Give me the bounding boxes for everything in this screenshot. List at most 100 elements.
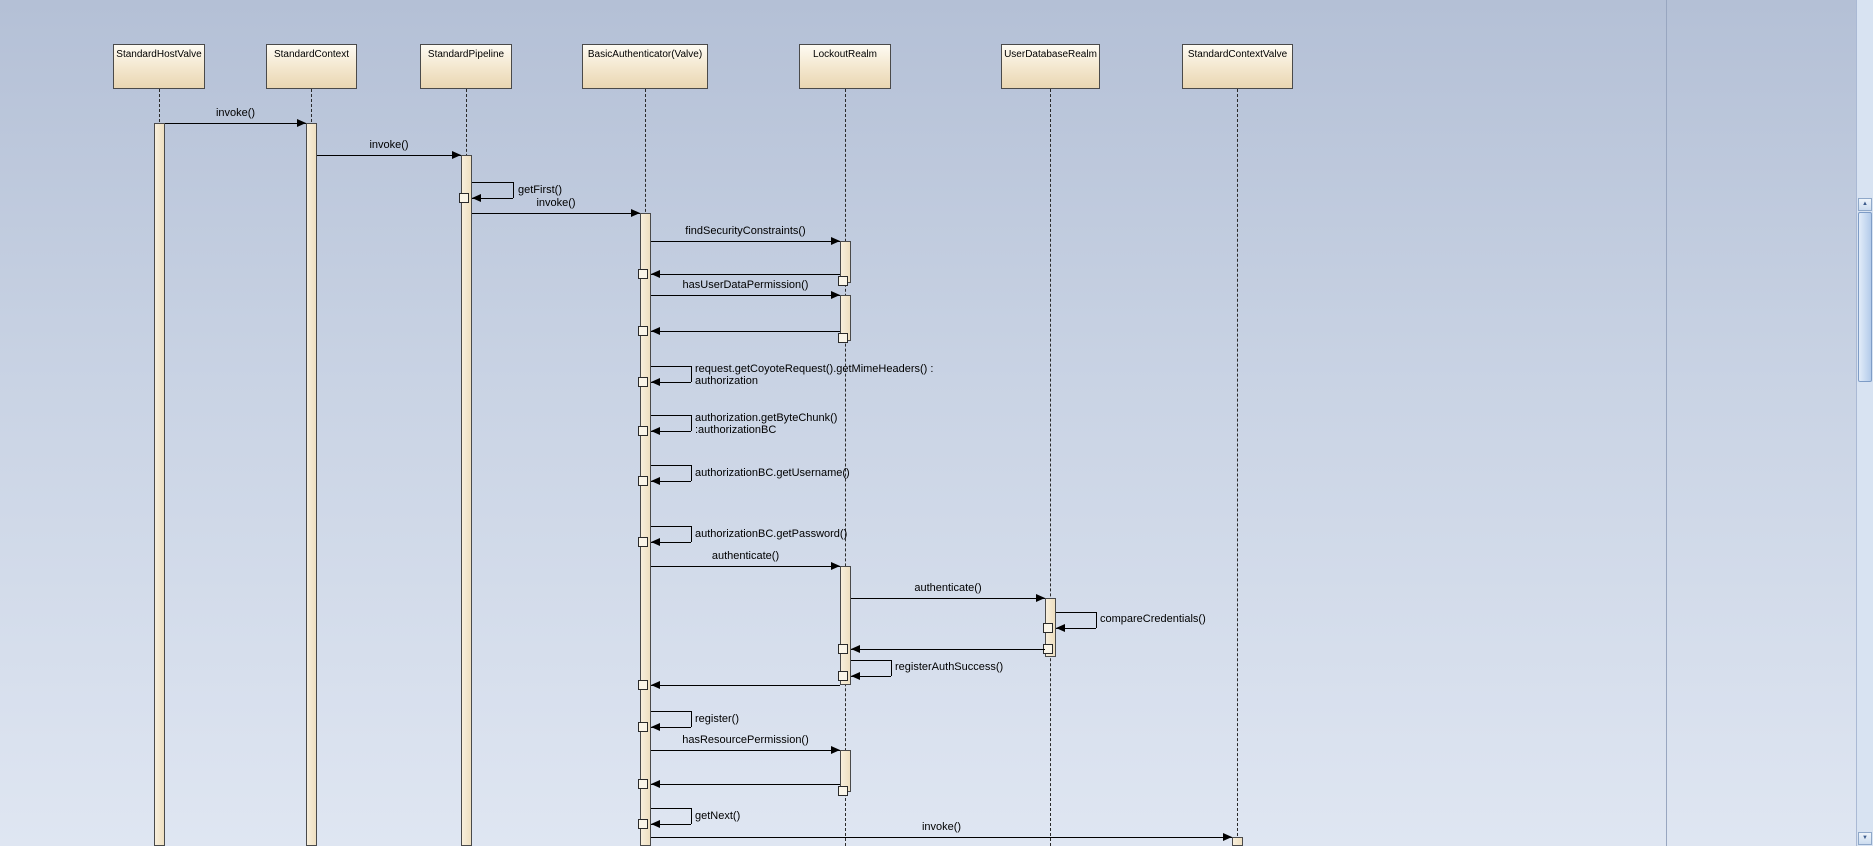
self-message-comparecredentials (1096, 612, 1097, 628)
activation-basicauthenticator[interactable] (640, 213, 651, 846)
self-message-getbytechunk[interactable] (651, 415, 691, 416)
self-message-getpassword[interactable] (651, 526, 691, 527)
arrowhead-icon (651, 477, 660, 485)
nested-activation-square (638, 476, 648, 486)
lifeline-userdatabaserealm (1050, 89, 1051, 846)
self-message-getnext (691, 808, 692, 824)
message-line-authenticate-2[interactable] (851, 598, 1045, 599)
activation-standardcontextvalve[interactable] (1232, 837, 1243, 846)
message-line-findsecurityconstraints[interactable] (651, 241, 840, 242)
arrowhead-icon (831, 562, 840, 570)
nested-activation-square (638, 269, 648, 279)
self-message-getmimeheaders (651, 382, 691, 383)
message-line-invoke-1[interactable] (165, 123, 306, 124)
participant-lockoutrealm[interactable]: LockoutRealm (799, 44, 891, 89)
self-message-getusername[interactable] (651, 465, 691, 466)
return-message-line[interactable] (651, 274, 840, 275)
message-line-hasuserdatapermission[interactable] (651, 295, 840, 296)
message-line-invoke-4[interactable] (651, 837, 1232, 838)
self-message-register (691, 711, 692, 727)
message-label: getFirst() (518, 184, 562, 196)
arrowhead-icon (297, 119, 306, 127)
participant-standardhostvalve[interactable]: StandardHostValve (113, 44, 205, 89)
nested-activation-square (838, 276, 848, 286)
page-boundary-line (1666, 0, 1667, 846)
self-message-register[interactable] (651, 711, 691, 712)
arrowhead-icon (831, 237, 840, 245)
self-message-getnext (651, 824, 691, 825)
self-message-getfirst (472, 198, 513, 199)
participant-standardcontext[interactable]: StandardContext (266, 44, 357, 89)
self-message-comparecredentials (1056, 628, 1096, 629)
scroll-up-button[interactable]: ▲ (1858, 198, 1872, 211)
arrowhead-icon (651, 681, 660, 689)
arrowhead-icon (651, 427, 660, 435)
message-label: compareCredentials() (1100, 613, 1206, 625)
participant-userdatabaserealm[interactable]: UserDatabaseRealm (1001, 44, 1100, 89)
arrowhead-icon (651, 780, 660, 788)
self-message-comparecredentials[interactable] (1056, 612, 1096, 613)
arrowhead-icon (1056, 624, 1065, 632)
message-label: authenticate() (711, 550, 780, 562)
activation-standardcontext[interactable] (306, 123, 317, 846)
return-message-line[interactable] (651, 331, 840, 332)
vertical-scrollbar[interactable]: ▲ ▼ (1856, 0, 1873, 846)
participant-standardpipeline[interactable]: StandardPipeline (420, 44, 512, 89)
nested-activation-square (838, 671, 848, 681)
self-message-registerauthsuccess[interactable] (851, 660, 891, 661)
message-label: hasResourcePermission() (682, 734, 809, 746)
arrowhead-icon (651, 327, 660, 335)
activation-standardhostvalve[interactable] (154, 123, 165, 846)
self-message-getnext[interactable] (651, 808, 691, 809)
message-label: authorizationBC.getPassword() (695, 528, 848, 540)
message-label: invoke() (369, 139, 409, 151)
message-label: invoke() (921, 821, 962, 833)
arrowhead-icon (452, 151, 461, 159)
message-label: invoke() (536, 197, 576, 209)
scrollbar-thumb[interactable] (1858, 212, 1872, 382)
participant-standardcontextvalve[interactable]: StandardContextValve (1182, 44, 1293, 89)
scroll-down-button[interactable]: ▼ (1858, 832, 1872, 845)
arrowhead-icon (851, 645, 860, 653)
message-label: invoke() (215, 107, 256, 119)
self-message-getfirst[interactable] (472, 182, 513, 183)
self-message-getmimeheaders[interactable] (651, 366, 691, 367)
self-message-register (651, 727, 691, 728)
nested-activation-square (638, 819, 648, 829)
message-label: hasUserDataPermission() (682, 279, 809, 291)
message-line-invoke-2[interactable] (317, 155, 461, 156)
nested-activation-square (638, 377, 648, 387)
arrowhead-icon (831, 746, 840, 754)
return-message-line[interactable] (651, 784, 840, 785)
arrowhead-icon (472, 194, 481, 202)
message-label: request.getCoyoteRequest().getMimeHeader… (695, 363, 934, 387)
nested-activation-square (1043, 623, 1053, 633)
message-label: authorizationBC.getUsername() (695, 467, 850, 479)
arrowhead-icon (631, 209, 640, 217)
message-line-hasresourcepermission[interactable] (651, 750, 840, 751)
nested-activation-square (459, 193, 469, 203)
scroll-down-icon: ▼ (1862, 835, 1868, 841)
participant-basicauthenticator[interactable]: BasicAuthenticator(Valve) (582, 44, 708, 89)
arrowhead-icon (831, 291, 840, 299)
return-message-line[interactable] (651, 685, 840, 686)
activation-standardpipeline[interactable] (461, 155, 472, 846)
nested-activation-square (638, 326, 648, 336)
self-message-getbytechunk (691, 415, 692, 431)
return-message-line[interactable] (851, 649, 1045, 650)
lifeline-standardcontextvalve (1237, 89, 1238, 846)
nested-activation-square (838, 333, 848, 343)
arrowhead-icon (851, 672, 860, 680)
message-line-authenticate-1[interactable] (651, 566, 840, 567)
message-line-invoke-3[interactable] (472, 213, 640, 214)
arrowhead-icon (651, 723, 660, 731)
arrowhead-icon (1223, 833, 1232, 841)
message-label: authorization.getByteChunk() :authorizat… (695, 412, 838, 436)
arrowhead-icon (651, 270, 660, 278)
message-label: register() (695, 713, 740, 725)
nested-activation-square (638, 722, 648, 732)
message-label: getNext() (695, 810, 741, 822)
activation-lockoutrealm-3[interactable] (840, 566, 851, 685)
message-label: authenticate() (914, 582, 982, 594)
